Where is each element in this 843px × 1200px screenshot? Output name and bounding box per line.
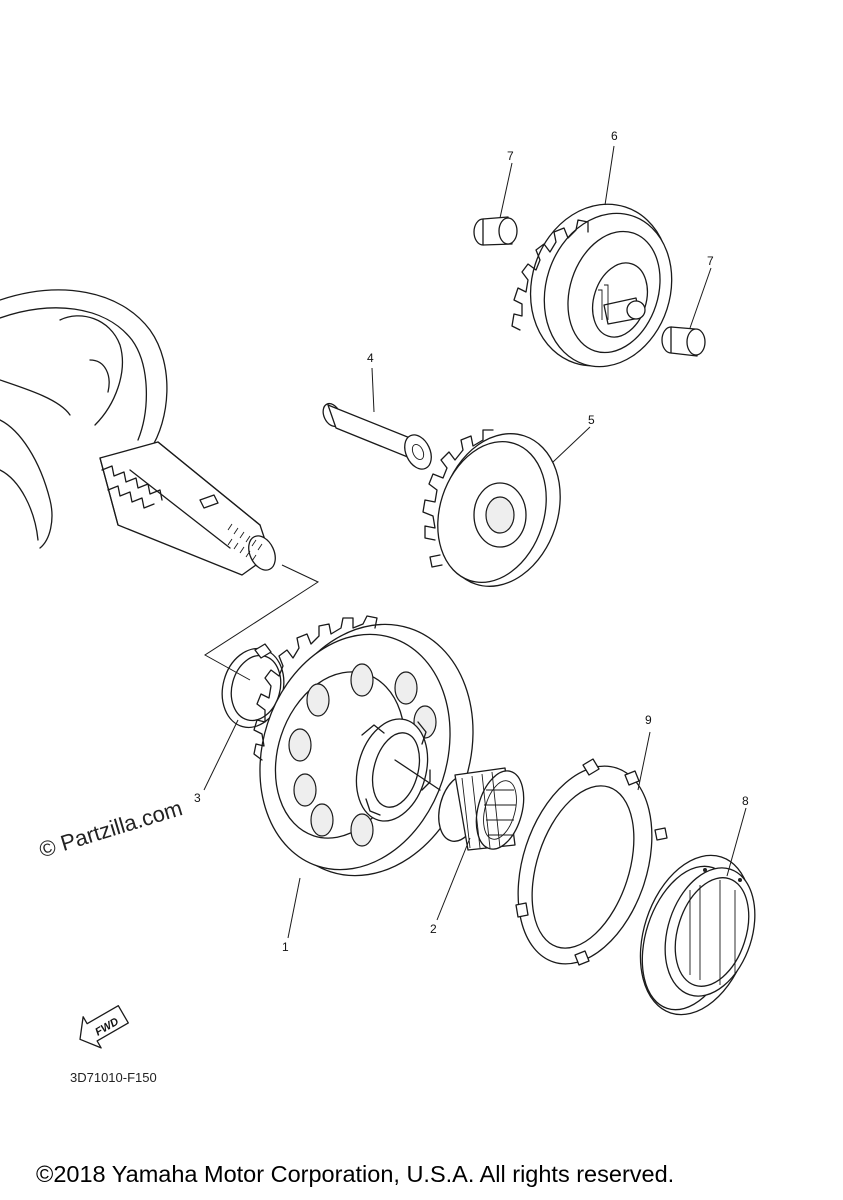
starter-wheel-gear-part-1 [253, 615, 474, 877]
fwd-arrow-icon: FWD [79, 1005, 129, 1049]
callout-7-lower: 7 [707, 254, 714, 268]
idler-gear-part-5 [422, 429, 561, 587]
callout-8: 8 [742, 794, 749, 808]
one-way-clutch-part-8 [639, 854, 756, 1016]
shaft-thread [227, 523, 276, 571]
callout-4: 4 [367, 351, 374, 365]
clutch-plate-part-9 [515, 758, 668, 966]
assembly-indicator-line [204, 564, 320, 681]
needle-bearing-part-2 [438, 767, 525, 851]
callout-3: 3 [194, 791, 201, 805]
crankshaft-drawing [0, 289, 276, 576]
drawing-code: 3D71010-F150 [70, 1070, 157, 1085]
callout-5: 5 [588, 413, 595, 427]
idler-shaft-part-4 [322, 402, 432, 470]
starter-idler-gear-part-6 [511, 203, 673, 368]
circlip-part-3 [221, 643, 285, 729]
copyright-notice: ©2018 Yamaha Motor Corporation, U.S.A. A… [36, 1161, 675, 1187]
leader-lines [203, 145, 747, 939]
callout-7-upper: 7 [507, 149, 514, 163]
callout-9: 9 [645, 713, 652, 727]
callout-6: 6 [611, 129, 618, 143]
callout-1: 1 [282, 940, 289, 954]
collar-part-7-lower [661, 326, 706, 357]
collar-part-7-upper [473, 216, 518, 246]
callout-2: 2 [430, 922, 437, 936]
